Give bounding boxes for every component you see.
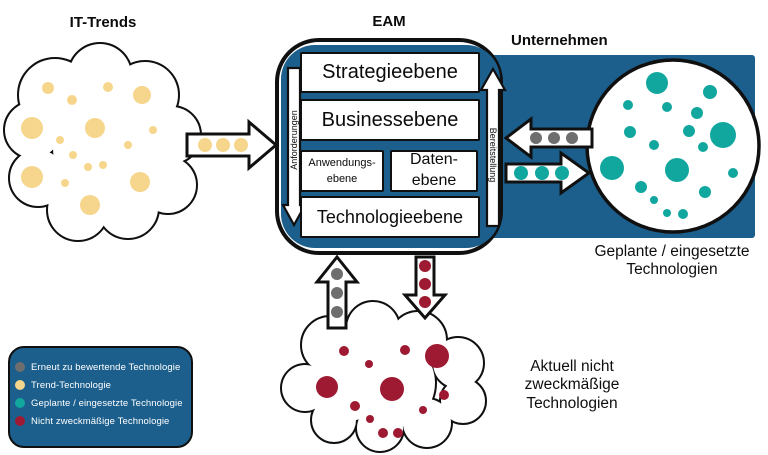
technologieebene-box: Technologieebene	[300, 196, 480, 238]
unsuitable-technology-dot	[425, 344, 449, 368]
reassess-up-flow-dot	[331, 287, 343, 299]
discard-flow-dot	[419, 296, 431, 308]
trend-technology-dot	[69, 151, 77, 159]
cloud-to-eam-up-arrow	[313, 254, 361, 330]
unsuitable-technologies-cloud	[280, 300, 487, 453]
eam-to-cloud-down-arrow	[401, 255, 449, 321]
unsuitable-technology-dot	[316, 376, 338, 398]
trend-to-eam-arrow	[185, 118, 279, 172]
unsuitable-technology-dot	[350, 401, 360, 411]
legend-item-label: Trend-Technologie	[31, 379, 112, 391]
trend-flow-dot	[216, 138, 230, 152]
trend-technology-dot	[85, 118, 105, 138]
trend-technology-dot	[21, 166, 43, 188]
trend-technology-dot	[67, 95, 77, 105]
unternehmen-region	[482, 55, 755, 238]
strategieebene-box: Strategieebene	[300, 52, 480, 93]
trend-technology-dot	[61, 179, 69, 187]
trend-technology-dot	[133, 86, 151, 104]
unsuitable-technology-dot	[378, 428, 388, 438]
unsuitable-technology-dot	[365, 360, 373, 368]
trend-flow-dot	[234, 138, 248, 152]
trend-technology-dot	[99, 161, 107, 169]
legend-dot	[15, 380, 25, 390]
geplante-technologien-caption: Geplante / eingesetzte Technologien	[594, 243, 750, 279]
trend-technology-dot	[80, 195, 100, 215]
trend-technology-dot	[124, 141, 132, 149]
legend-item: Trend-Technologie	[15, 379, 191, 391]
unsuitable-technology-dot	[366, 415, 374, 423]
businessebene-label: Businessebene	[321, 108, 459, 131]
discard-flow-dot	[419, 278, 431, 290]
trend-technology-dot	[149, 126, 157, 134]
anwendungsebene-box: Anwendungs- ebene	[300, 150, 384, 192]
technologieebene-label: Technologieebene	[316, 206, 464, 227]
trend-technology-dot	[84, 163, 92, 171]
unsuitable-technology-dot	[419, 406, 427, 414]
legend-dot	[15, 398, 25, 408]
unsuitable-technology-dot	[380, 377, 404, 401]
unternehmen-title: Unternehmen	[511, 32, 608, 49]
datenebene-box: Daten- ebene	[390, 150, 478, 192]
reassess-up-flow-dot	[331, 268, 343, 280]
unsuitable-technology-dot	[439, 390, 449, 400]
reassess-up-flow-dot	[331, 306, 343, 318]
trend-flow-dot	[198, 138, 212, 152]
it-trends-title: IT-Trends	[69, 14, 137, 31]
datenebene-label: Daten- ebene	[409, 151, 459, 189]
legend-item: Nicht zweckmäßige Technologie	[15, 415, 191, 427]
eam-title: EAM	[372, 13, 406, 30]
anwendungsebene-label: Anwendungs- ebene	[308, 156, 376, 186]
discard-flow-dot	[419, 260, 431, 272]
aktuell-nicht-zweckmaessige-caption: Aktuell nicht zweckmäßige Technologien	[524, 358, 620, 412]
legend-item-label: Erneut zu bewertende Technologie	[31, 361, 181, 373]
businessebene-box: Businessebene	[300, 99, 480, 141]
trend-technology-dot	[21, 117, 43, 139]
it-trends-cloud	[3, 42, 202, 242]
legend: Erneut zu bewertende Technologie Trend-T…	[8, 346, 193, 448]
legend-item: Erneut zu bewertende Technologie	[15, 361, 191, 373]
legend-dot	[15, 416, 25, 426]
strategieebene-label: Strategieebene	[322, 61, 458, 83]
legend-item-label: Geplante / eingesetzte Technologie	[31, 397, 183, 409]
legend-dot	[15, 362, 25, 372]
trend-technology-dot	[56, 136, 64, 144]
legend-item: Geplante / eingesetzte Technologie	[15, 397, 191, 409]
unsuitable-technology-dot	[393, 428, 403, 438]
legend-item-label: Nicht zweckmäßige Technologie	[31, 415, 170, 427]
unsuitable-technology-dot	[400, 345, 410, 355]
unsuitable-technology-dot	[339, 346, 349, 356]
trend-technology-dot	[103, 82, 113, 92]
trend-technology-dot	[130, 172, 150, 192]
trend-technology-dot	[42, 82, 54, 94]
